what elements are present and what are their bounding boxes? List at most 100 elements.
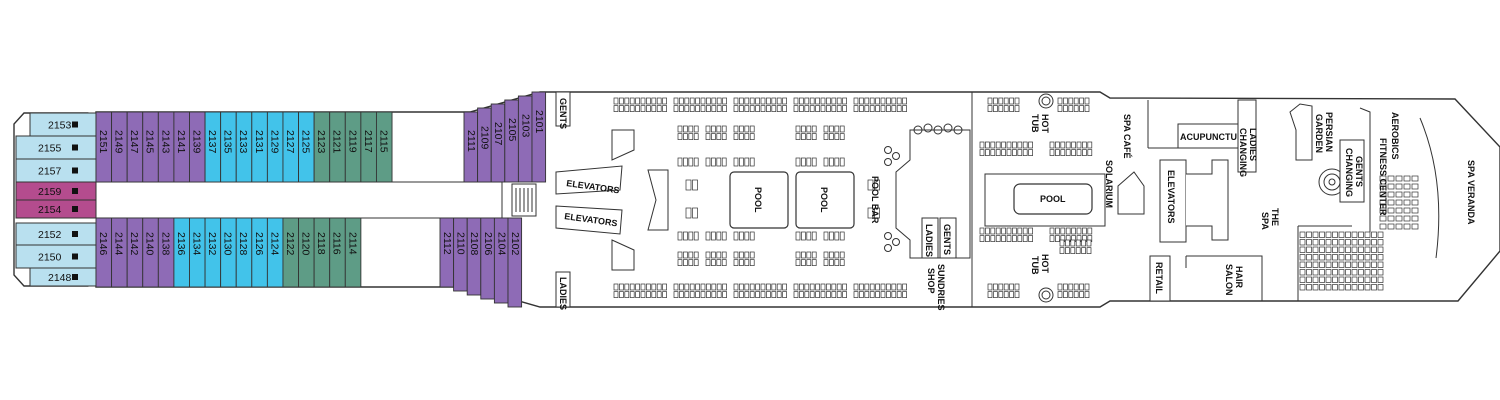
square-marker-icon — [72, 188, 78, 194]
cabin-2118[interactable]: 2118 — [313, 217, 331, 288]
cabin-2140[interactable]: 2140 — [142, 217, 159, 288]
cabin-2155[interactable]: 2155 — [15, 135, 97, 160]
cabin-2129[interactable]: 2129 — [266, 111, 284, 183]
pool-right — [795, 171, 855, 229]
cabin-number: 2104 — [495, 232, 507, 256]
cabin-number: 2130 — [222, 232, 234, 256]
square-marker-icon — [72, 253, 78, 260]
aerobics-label: AEROBICS — [1390, 112, 1400, 160]
cabin-2125[interactable]: 2125 — [298, 111, 315, 183]
cabin-2151[interactable]: 2151 — [95, 111, 113, 183]
main-pool-label: POOL — [1040, 194, 1066, 204]
cabin-2134[interactable]: 2134 — [189, 217, 206, 288]
square-marker-icon — [72, 231, 78, 237]
cabin-2136[interactable]: 2136 — [173, 217, 190, 288]
cabin-2130[interactable]: 2130 — [220, 217, 237, 288]
cabin-2127[interactable]: 2127 — [282, 111, 300, 183]
cabin-2112[interactable]: 2112 — [439, 217, 455, 288]
cabin-2124[interactable]: 2124 — [266, 217, 284, 288]
cabin-2150[interactable]: 2150 — [15, 244, 97, 269]
cabin-2122[interactable]: 2122 — [282, 217, 300, 288]
cabin-2128[interactable]: 2128 — [235, 217, 253, 288]
cabin-2141[interactable]: 2141 — [173, 111, 190, 183]
square-marker-icon — [72, 144, 78, 151]
cabin-2120[interactable]: 2120 — [298, 217, 315, 288]
cabin-number: 2139 — [190, 130, 202, 154]
cabin-2105[interactable]: 2105 — [504, 99, 519, 183]
cabin-2116[interactable]: 2116 — [329, 217, 346, 288]
cabin-number: 2114 — [346, 232, 358, 255]
spa-corridor — [1186, 159, 1229, 241]
cabin-2106[interactable]: 2106 — [480, 217, 495, 300]
cabin-2107[interactable]: 2107 — [490, 103, 506, 183]
cabin-2135[interactable]: 2135 — [220, 111, 237, 183]
cabin-2119[interactable]: 2119 — [344, 111, 362, 183]
cabin-2121[interactable]: 2121 — [329, 111, 346, 183]
gents-changing-label-2: CHANGING — [1344, 148, 1354, 197]
gents-mid-label: GENTS — [942, 224, 952, 255]
cabin-number: 2116 — [331, 232, 343, 255]
cabin-number: 2132 — [206, 232, 218, 256]
cabin-number: 2110 — [455, 232, 467, 255]
cabin-2102[interactable]: 2102 — [507, 217, 523, 308]
cabin-2157[interactable]: 2157 — [15, 158, 97, 183]
cabin-number: 2159 — [38, 186, 62, 198]
cabin-2132[interactable]: 2132 — [204, 217, 222, 288]
cabin-number: 2136 — [175, 232, 187, 256]
cabin-2147[interactable]: 2147 — [126, 111, 144, 183]
cabin-2111[interactable]: 2111 — [463, 111, 479, 183]
cabin-2108[interactable]: 2108 — [466, 217, 482, 296]
cabin-2142[interactable]: 2142 — [126, 217, 144, 288]
cabin-2101[interactable]: 2101 — [531, 91, 547, 183]
cabin-2109[interactable]: 2109 — [477, 107, 492, 183]
cabin-2144[interactable]: 2144 — [111, 217, 128, 288]
square-marker-icon — [72, 121, 78, 128]
cabin-2114[interactable]: 2114 — [344, 217, 362, 288]
cabin-2145[interactable]: 2145 — [142, 111, 159, 183]
cabin-2131[interactable]: 2131 — [251, 111, 268, 183]
ladies-mid — [921, 217, 939, 259]
cabin-number: 2117 — [362, 130, 374, 153]
cabin-number: 2137 — [206, 130, 218, 154]
cabin-2123[interactable]: 2123 — [313, 111, 331, 183]
cabin-2143[interactable]: 2143 — [157, 111, 175, 183]
cabin-number: 2106 — [482, 232, 494, 256]
ladies-restroom — [555, 271, 571, 308]
cabin-2139[interactable]: 2139 — [189, 111, 206, 183]
pool-bar-label: POOL BAR — [870, 176, 880, 224]
hot-tub-bottom-label: HOT — [1040, 254, 1050, 274]
hair-salon — [1185, 255, 1263, 301]
hot-tub-top-label: HOT — [1040, 114, 1050, 134]
cabin-2103[interactable]: 2103 — [517, 95, 533, 183]
cabin-2137[interactable]: 2137 — [204, 111, 222, 183]
persian-garden-label: PERSIAN — [1324, 112, 1334, 152]
spa-veranda-curve — [1419, 117, 1440, 259]
pool-right-label: POOL — [819, 187, 829, 213]
cabin-2146[interactable]: 2146 — [95, 217, 113, 288]
cabin-number: 2103 — [519, 114, 531, 138]
cabin-number: 2108 — [468, 232, 480, 256]
cabin-number: 2109 — [479, 126, 491, 150]
cabin-number: 2153 — [48, 120, 72, 132]
cabin-2126[interactable]: 2126 — [251, 217, 268, 288]
cabin-2104[interactable]: 2104 — [493, 217, 509, 304]
ladies-restroom-label: LADIES — [558, 277, 568, 310]
cabin-2115[interactable]: 2115 — [375, 111, 393, 183]
cabin-2153[interactable]: 2153 — [29, 112, 97, 137]
cabin-number: 2148 — [48, 272, 72, 284]
acupuncture-label: ACUPUNCTURE — [1180, 132, 1250, 142]
spa-cafe-label: SPA CAFÉ — [1122, 114, 1132, 159]
elevator-bank-bottom — [555, 205, 623, 235]
cabin-2148[interactable]: 2148 — [29, 267, 97, 287]
cabin-2154[interactable]: 2154 — [15, 199, 97, 219]
persian-garden-label-2: GARDEN — [1314, 114, 1324, 153]
cabin-2133[interactable]: 2133 — [235, 111, 253, 183]
cabin-2152[interactable]: 2152 — [15, 222, 97, 246]
cabin-number: 2152 — [38, 229, 62, 241]
cabin-2117[interactable]: 2117 — [360, 111, 377, 183]
cabin-2149[interactable]: 2149 — [111, 111, 128, 183]
cabin-2110[interactable]: 2110 — [453, 217, 468, 292]
cabin-2159[interactable]: 2159 — [15, 181, 97, 201]
cabin-2138[interactable]: 2138 — [157, 217, 175, 288]
